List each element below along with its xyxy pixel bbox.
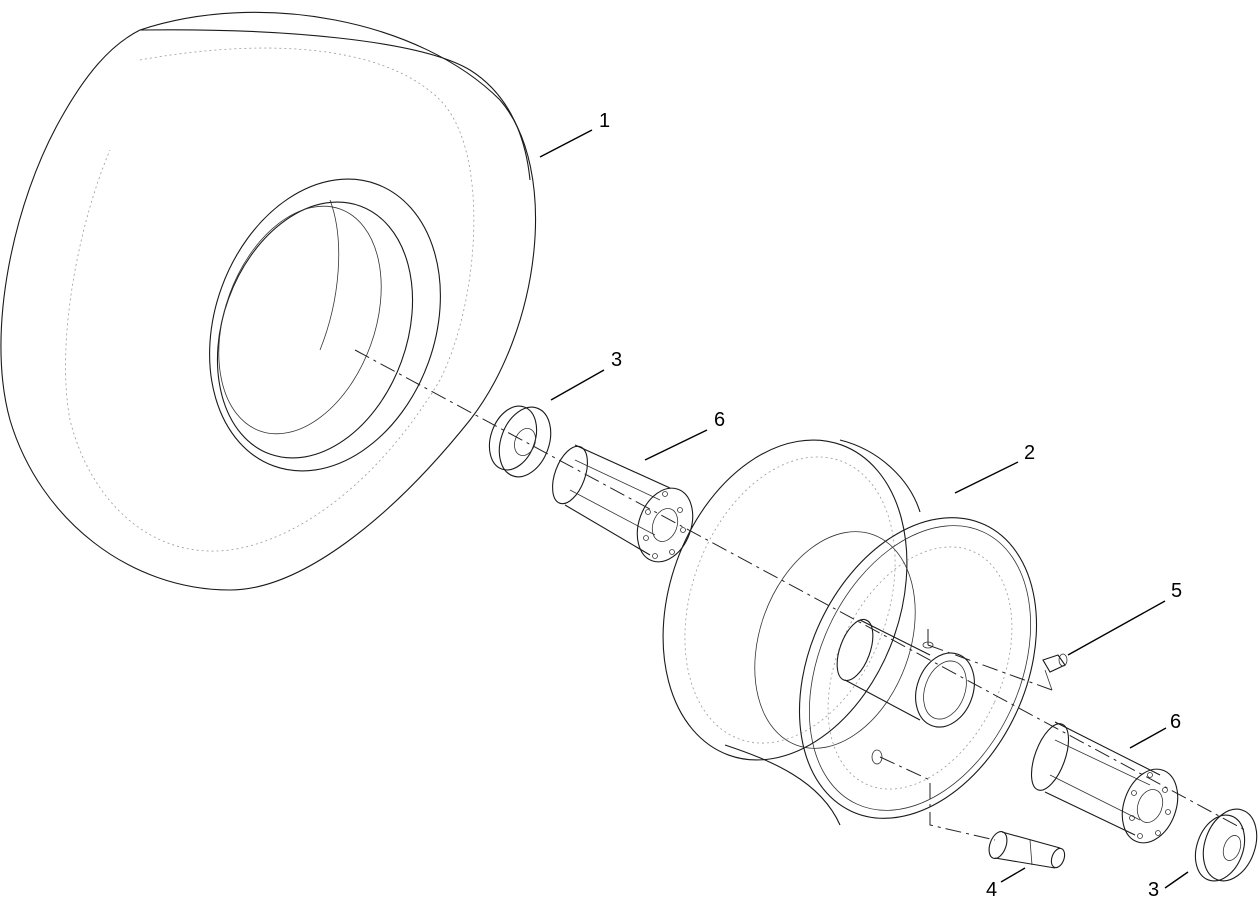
- bearing-upper: [552, 444, 694, 563]
- callout-grease-fitting: 5: [1171, 580, 1182, 602]
- callout-tire: 1: [599, 110, 610, 132]
- callout-labels: 1 2 3 3 4 5 6 6: [599, 110, 1182, 901]
- assembly-axis-lines: [354, 349, 1246, 841]
- leader-lines: [539, 129, 1189, 889]
- grease-fitting: [1042, 653, 1068, 691]
- callout-spacer-upper: 3: [611, 349, 622, 371]
- spacer-lower: [1194, 808, 1258, 882]
- callout-wheel-rim: 2: [1024, 442, 1035, 464]
- callout-bearing-upper: 6: [714, 409, 725, 431]
- tire: [0, 11, 537, 591]
- bearing-lower: [1030, 721, 1179, 844]
- callout-bearing-lower: 6: [1170, 711, 1181, 733]
- spacer-upper: [488, 405, 552, 478]
- callout-spacer-lower: 3: [1148, 879, 1159, 901]
- wheel-rim: [662, 439, 1038, 826]
- valve-stem: [988, 831, 1066, 869]
- callout-valve-stem: 4: [986, 879, 997, 901]
